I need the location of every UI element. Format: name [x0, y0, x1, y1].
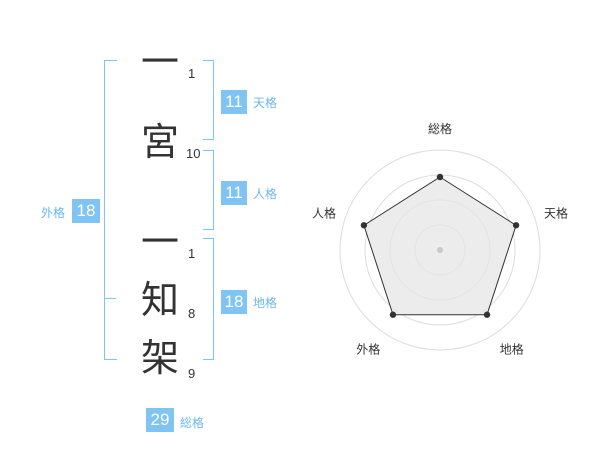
gaikaku-bracket — [104, 60, 117, 360]
gaikaku-inner-tick — [104, 298, 116, 299]
radar-axis-label: 地格 — [500, 342, 524, 357]
radar-ring — [339, 149, 541, 351]
radar-center-dot — [437, 247, 443, 253]
radar-area — [363, 176, 517, 316]
name-char-2: 宮 — [140, 120, 179, 164]
radar-axis-label: 人格 — [312, 205, 336, 220]
chikaku-label: 地格 — [253, 296, 278, 310]
stroke-count-3: 1 — [188, 246, 196, 261]
chikaku-bracket — [203, 238, 214, 360]
radar-point — [512, 222, 520, 229]
chikaku-value-badge: 18 — [221, 290, 247, 314]
radar-point — [360, 222, 368, 229]
name-char-4: 知 — [140, 278, 179, 322]
radar-axis-label: 外格 — [356, 342, 380, 357]
stroke-count-4: 8 — [188, 306, 196, 321]
tenkaku-value-badge: 11 — [221, 90, 247, 114]
radar-point — [436, 173, 444, 181]
stroke-count-2: 10 — [186, 146, 201, 161]
soukaku-label: 総格 — [180, 416, 205, 430]
tenkaku-bracket — [203, 60, 214, 140]
name-char-1: 一 — [140, 40, 179, 84]
radar-axis-label: 総格 — [428, 121, 452, 136]
radar-point — [483, 311, 491, 318]
name-char-5: 架 — [140, 336, 179, 380]
gaikaku-value-badge: 18 — [72, 199, 100, 223]
jinkaku-bracket — [203, 150, 214, 230]
gaikaku-label: 外格 — [41, 206, 66, 220]
name-char-3: 一 — [140, 220, 179, 264]
tenkaku-label: 天格 — [253, 96, 278, 110]
jinkaku-label: 人格 — [253, 187, 278, 201]
soukaku-value-badge: 29 — [146, 408, 174, 432]
stroke-count-5: 9 — [188, 366, 196, 381]
stroke-count-1: 1 — [188, 66, 196, 81]
radar-axis-label: 天格 — [544, 205, 568, 220]
radar-point — [389, 311, 397, 318]
jinkaku-value-badge: 11 — [221, 181, 247, 205]
